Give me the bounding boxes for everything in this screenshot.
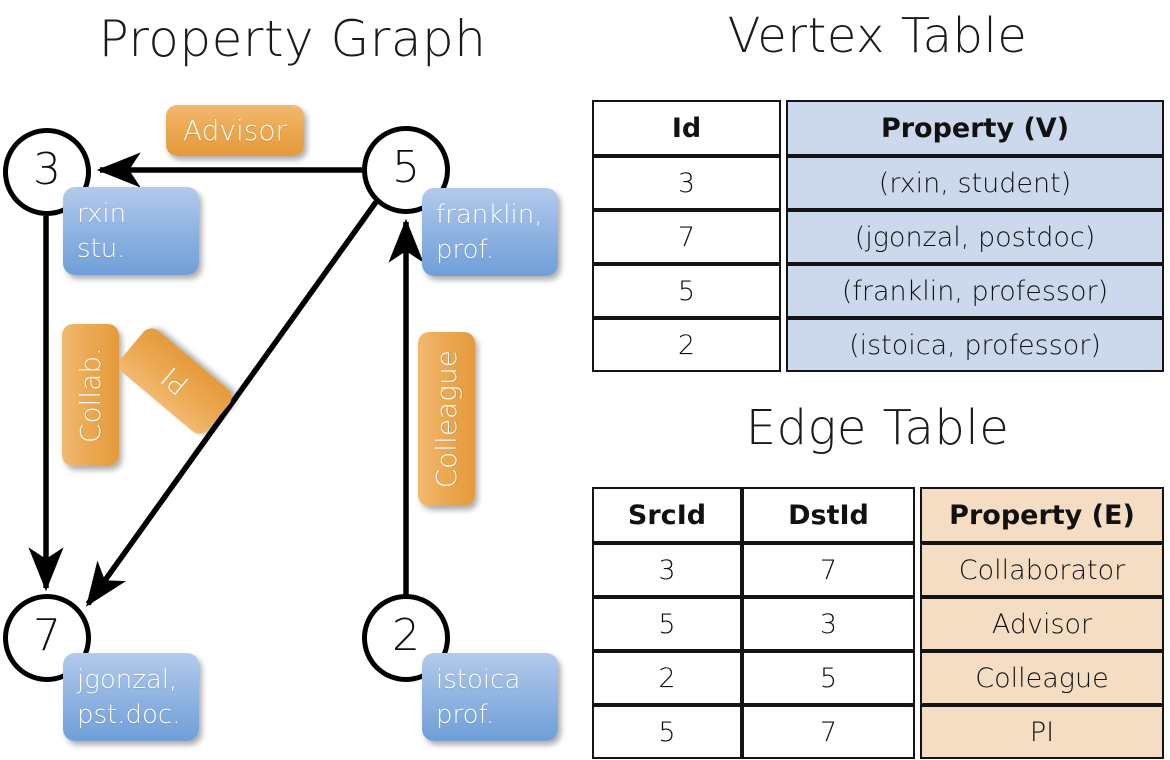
table-row[interactable]: 5 7 PI [592,705,1164,759]
edge-table-cell-dstid: 7 [742,543,915,597]
graph-vertex-2-label: 2 [392,610,420,661]
vertex-table-cell-id: 5 [592,264,781,318]
vertex-table-cell-property: (istoica, professor) [786,318,1164,372]
graph-edge-label-collab-text: Collab. [74,346,107,444]
vertex-table-cell-id: 7 [592,210,781,264]
graph-vertex-5-property-box: franklin, prof. [422,188,558,276]
vertex-table-header-id: Id [592,100,781,156]
graph-vertex-3-label: 3 [33,144,61,195]
edge-table-header-row: SrcId DstId Property (E) [592,487,1164,543]
graph-vertex-2-property-line2: prof. [436,700,495,731]
graph-edge-label-advisor-text: Advisor [182,114,287,147]
vertex-table: Id Property (V) 3 (rxin, student) 7 (jgo… [592,100,1164,372]
vertex-table-cell-property: (franklin, professor) [786,264,1164,318]
graph-edge-label-advisor: Advisor [166,105,304,156]
table-row[interactable]: 2 (istoica, professor) [592,318,1164,372]
page-title-property-graph: Property Graph [98,10,487,68]
table-row[interactable]: 5 3 Advisor [592,597,1164,651]
table-row[interactable]: 3 (rxin, student) [592,156,1164,210]
edge-table-cell-srcid: 5 [592,597,742,651]
graph-vertex-2-property-line1: istoica [436,665,521,695]
graph-vertex-7-label: 7 [33,610,61,661]
graph-vertex-7-property-line1: jgonzal, [77,665,178,695]
vertex-table-cell-property: (rxin, student) [786,156,1164,210]
edge-table-header-property: Property (E) [920,487,1164,543]
graph-vertex-3-property-box: rxin stu. [63,187,199,275]
page-title-vertex-table: Vertex Table [727,8,1028,64]
vertex-table-header-property: Property (V) [786,100,1164,156]
vertex-table-cell-id: 2 [592,318,781,372]
edge-table-cell-srcid: 2 [592,651,742,705]
vertex-table-cell-property: (jgonzal, postdoc) [786,210,1164,264]
graph-vertex-5[interactable]: 5 [362,126,450,214]
edge-table-header-dstid: DstId [742,487,915,543]
graph-vertex-2[interactable]: 2 [362,594,450,682]
table-row[interactable]: 5 (franklin, professor) [592,264,1164,318]
table-row[interactable]: 3 7 Collaborator [592,543,1164,597]
graph-vertex-5-property-line2: prof. [436,235,495,266]
edge-table-cell-property: Advisor [920,597,1164,651]
graph-vertex-2-property-box: istoica prof. [422,653,558,741]
page-title-edge-table: Edge Table [745,400,1010,456]
edge-arrow-pi [85,200,379,607]
vertex-table-cell-id: 3 [592,156,781,210]
graph-vertex-7-property-line2: pst.doc. [77,700,181,731]
graph-edge-label-colleague: Colleague [418,332,475,506]
edge-table-header-srcid: SrcId [592,487,742,543]
edge-table: SrcId DstId Property (E) 3 7 Collaborato… [592,487,1164,759]
edge-table-cell-dstid: 5 [742,651,915,705]
edge-table-cell-property: Colleague [920,651,1164,705]
graph-edge-arrows [28,152,424,607]
table-row[interactable]: 7 (jgonzal, postdoc) [592,210,1164,264]
graph-vertex-7-property-box: jgonzal, pst.doc. [63,653,199,741]
graph-edge-label-collab: Collab. [62,324,119,466]
property-graph-diagram: 3 5 7 2 rxin stu. franklin, prof. jgonza… [3,105,558,741]
edge-table-cell-dstid: 3 [742,597,915,651]
edge-table-cell-srcid: 5 [592,705,742,759]
graph-edge-label-pi-text: PI [155,360,196,402]
graph-vertex-3-property-line1: rxin [77,199,127,229]
edge-table-cell-srcid: 3 [592,543,742,597]
edge-table-cell-dstid: 7 [742,705,915,759]
vertex-table-header-row: Id Property (V) [592,100,1164,156]
edge-table-cell-property: PI [920,705,1164,759]
graph-vertex-5-label: 5 [392,142,420,193]
edge-table-cell-property: Collaborator [920,543,1164,597]
graph-edge-label-colleague-text: Colleague [430,349,463,489]
graph-vertex-5-property-line1: franklin, [436,200,543,230]
table-row[interactable]: 2 5 Colleague [592,651,1164,705]
graph-vertex-3-property-line2: stu. [77,234,126,265]
